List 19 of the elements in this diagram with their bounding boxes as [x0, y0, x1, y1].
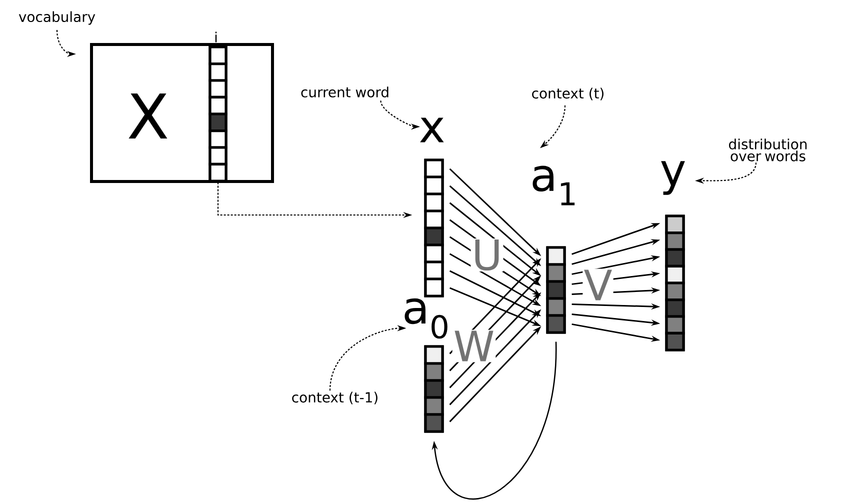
edge-label: W	[452, 330, 496, 362]
input-vector: x	[420, 118, 444, 298]
node-label: a$_{0}$	[404, 298, 448, 339]
curved-arrow	[432, 342, 557, 500]
context-vector: a$_{0}$	[404, 298, 448, 433]
node-label: a$_{1}$	[532, 166, 575, 206]
matrix-box: X	[90, 43, 274, 183]
hidden-vector: a$_{1}$	[532, 166, 575, 334]
annotation-text: current word	[301, 86, 388, 98]
annotation-text: context (t-1)	[292, 392, 378, 404]
node-label: x	[420, 118, 444, 142]
node-label: i	[215, 32, 217, 42]
edge-label: U	[470, 238, 504, 272]
annotation-text: context (t)	[532, 88, 604, 100]
output-vector: y	[661, 161, 685, 352]
annotation-text: distribution over words	[729, 138, 807, 162]
node-label: y	[661, 161, 685, 195]
edge-label: V	[582, 268, 614, 302]
annotation-text: vocabulary	[18, 11, 96, 25]
